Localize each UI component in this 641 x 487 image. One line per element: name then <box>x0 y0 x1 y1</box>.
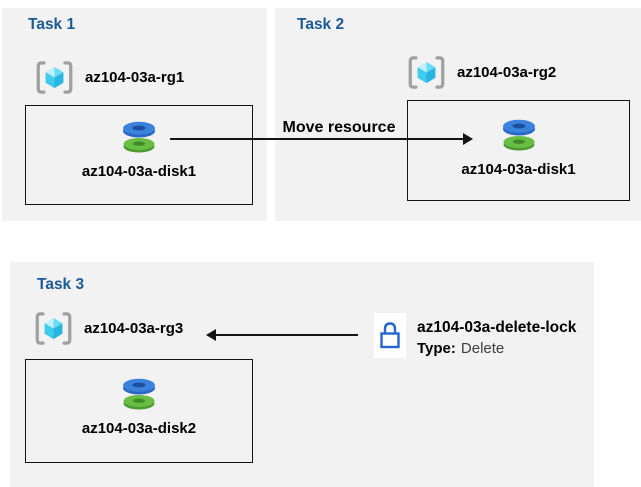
task1-title: Task 1 <box>28 16 76 33</box>
resource-group-name: az104-03a-rg2 <box>457 64 557 81</box>
disk-icon <box>121 376 157 412</box>
resource-group-icon <box>35 59 74 96</box>
resource-group-icon <box>407 54 446 91</box>
task3-resource-group: az104-03a-rg3 <box>34 310 183 347</box>
delete-lock-annotation: az104-03a-delete-lock Type:Delete <box>417 318 576 358</box>
disk-icon <box>121 119 157 155</box>
task2-resource-group: az104-03a-rg2 <box>407 54 556 91</box>
delete-lock-type: Type:Delete <box>417 339 576 358</box>
disk-name: az104-03a-disk2 <box>81 420 197 437</box>
move-arrow-head-right-icon <box>463 133 473 145</box>
resource-group-icon <box>34 310 73 347</box>
task2-resource-box: az104-03a-disk1 <box>407 100 630 201</box>
delete-lock-type-label: Type: <box>417 340 456 357</box>
lock-arrow-line <box>214 334 358 336</box>
task1-panel: Task 1 az104-03a-rg1 az104-03a-disk1 <box>2 8 267 221</box>
move-arrow-line <box>170 138 463 140</box>
disk-name: az104-03a-disk1 <box>461 161 576 178</box>
lock-arrow-head-left-icon <box>206 329 216 341</box>
task1-resource-group: az104-03a-rg1 <box>35 59 184 96</box>
delete-lock-name: az104-03a-delete-lock <box>417 319 577 336</box>
lock-icon <box>379 320 401 351</box>
disk-name: az104-03a-disk1 <box>81 163 197 180</box>
task1-resource-box: az104-03a-disk1 <box>25 105 253 205</box>
task3-resource-box: az104-03a-disk2 <box>25 359 253 463</box>
resource-group-name: az104-03a-rg1 <box>85 69 185 86</box>
task3-title: Task 3 <box>37 276 85 293</box>
resource-group-name: az104-03a-rg3 <box>84 320 184 337</box>
lock-badge <box>374 313 406 358</box>
task3-panel: Task 3 az104-03a-rg3 az104-03a-disk2 <box>10 262 594 487</box>
delete-lock-type-value: Delete <box>460 340 505 357</box>
move-resource-label: Move resource <box>282 119 396 136</box>
task2-title: Task 2 <box>297 16 345 33</box>
disk-icon <box>501 117 537 153</box>
task2-panel: Task 2 az104-03a-rg2 az104-03a-disk1 <box>275 8 641 221</box>
